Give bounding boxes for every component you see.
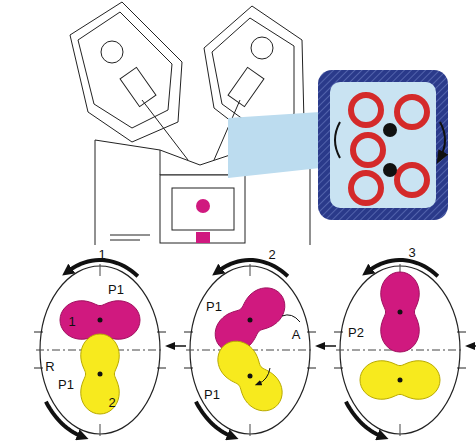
wrist-pin [196,199,210,213]
rotor-diagram [34,260,186,437]
blower-chamber [330,82,436,208]
callout-number: 2 [268,248,275,261]
callout-number: 1 [98,248,105,261]
rotor-number: 1 [68,315,75,328]
rotor-shaft [383,163,397,177]
inlet-arrow [170,345,186,347]
piston [172,188,234,230]
pressure-label: P1 [206,300,222,313]
callout-number: 3 [408,246,415,259]
rotor-lobe [360,361,440,399]
rotation-arrow [67,260,138,276]
rotor-axis [398,378,403,383]
rotor-shaft [383,123,397,137]
block-detail [110,235,150,240]
rotor-axis [248,318,253,323]
rotation-arrow [346,402,383,437]
head-inner [78,12,172,128]
rotation-arrow [217,260,288,276]
inlet-arrow [470,345,476,347]
valve-spring [228,67,264,106]
camshaft [251,37,273,59]
rotor-lobe [381,272,419,352]
connecting-rod [196,232,210,243]
rotor-diagram [334,260,476,437]
head-inner [212,18,294,130]
rotor-diagram [184,260,336,437]
pressure-label: P2 [348,326,364,339]
rotor-label: R [45,360,54,373]
cylinder-head [70,2,182,142]
rotation-arrow [46,402,83,437]
pressure-label: P1 [108,283,124,296]
gap-arrow [258,315,300,384]
rotor-axis [98,372,103,377]
rotor-axis [398,310,403,315]
roots-blower [318,70,448,220]
pressure-label: P1 [58,378,74,391]
point-label: A [292,328,301,341]
rotor-axis [98,318,103,323]
intake-duct [228,112,320,178]
flow-arrow [335,122,445,158]
rotation-arrow [367,260,438,276]
rotor-lobe [81,334,119,414]
blower-rotor [351,95,427,203]
blower-housing [318,70,448,220]
rotor-number: 2 [108,396,115,409]
rotor-lobe [215,288,285,352]
valve-spring [120,67,156,106]
camshaft [101,41,123,63]
inlet-arrow [320,345,336,347]
rotor-diagrams [34,260,476,437]
rotation-arrow [196,402,233,437]
valve-stem [142,100,188,160]
rotor-lobe [60,301,140,339]
rotor-axis [248,374,253,379]
cylinder [160,175,245,243]
rotor-lobe [218,341,282,411]
pressure-label: P1 [204,388,220,401]
